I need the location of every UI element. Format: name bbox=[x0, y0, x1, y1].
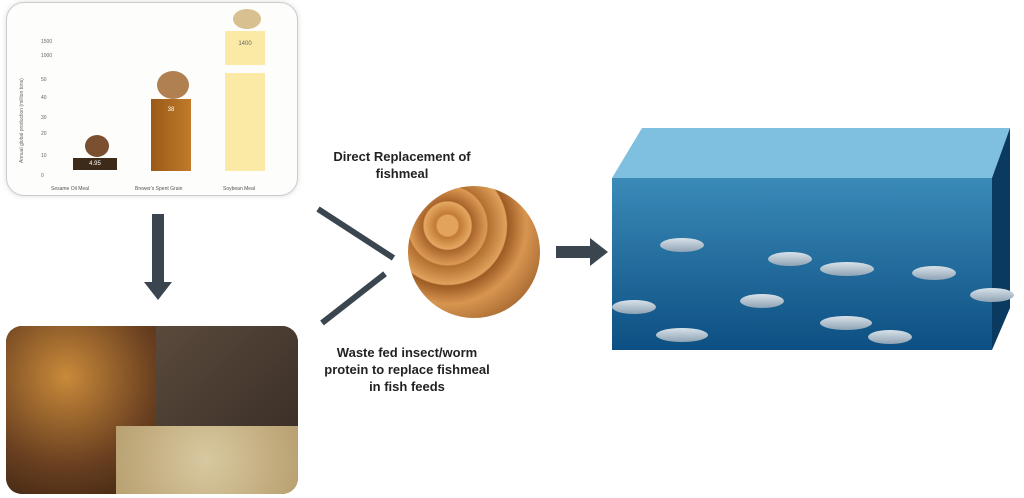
fish bbox=[970, 288, 1014, 302]
fish bbox=[656, 328, 708, 342]
right-arrow-shaft bbox=[556, 246, 592, 258]
y-tick: 1000 bbox=[41, 53, 53, 59]
y-tick: 0 bbox=[41, 173, 44, 179]
y-axis-label: Annual global production (million tons) bbox=[19, 78, 25, 163]
bar-brewers-spent-grain: 38 bbox=[151, 99, 191, 171]
production-chart-panel: Annual global production (million tons) … bbox=[6, 2, 298, 196]
y-tick: 10 bbox=[41, 153, 47, 159]
fish bbox=[660, 238, 704, 252]
y-tick: 1500 bbox=[41, 39, 53, 45]
y-tick: 30 bbox=[41, 115, 47, 121]
fish bbox=[868, 330, 912, 344]
fish-feed-pellets-image bbox=[408, 186, 540, 318]
bar-value: 38 bbox=[167, 107, 175, 113]
sesame-meal-image bbox=[85, 135, 109, 157]
insect-worm-photos bbox=[6, 326, 298, 494]
arrow-waste bbox=[320, 271, 387, 326]
fish bbox=[740, 294, 784, 308]
down-arrow-shaft bbox=[152, 214, 164, 284]
y-tick: 50 bbox=[41, 77, 47, 83]
waste-protein-label: Waste fed insect/worm protein to replace… bbox=[324, 345, 490, 394]
x-label: Sesame Oil Meal bbox=[51, 186, 90, 192]
fish bbox=[820, 316, 872, 330]
down-arrow-head bbox=[144, 282, 172, 300]
fish bbox=[820, 262, 874, 276]
arrow-direct bbox=[316, 206, 396, 261]
spent-grain-image bbox=[157, 71, 189, 99]
y-tick: 40 bbox=[41, 95, 47, 101]
right-arrow-head bbox=[590, 238, 608, 266]
direct-replacement-label: Direct Replacement of fishmeal bbox=[333, 149, 471, 181]
x-label: Brewer's Spent Grain bbox=[135, 186, 183, 192]
bar-soybean-meal-top: 1400 bbox=[225, 31, 265, 65]
fish bbox=[612, 300, 656, 314]
bar-value: 4.95 bbox=[89, 161, 101, 167]
soybean-meal-image bbox=[233, 9, 261, 29]
fish bbox=[768, 252, 812, 266]
bar-value: 1400 bbox=[238, 41, 252, 47]
bar-soybean-meal bbox=[225, 73, 265, 171]
fish bbox=[912, 266, 956, 280]
x-label: Soybean Meal bbox=[223, 186, 255, 192]
bar-sesame-oil-meal: 4.95 bbox=[73, 158, 117, 170]
y-tick: 20 bbox=[41, 131, 47, 137]
